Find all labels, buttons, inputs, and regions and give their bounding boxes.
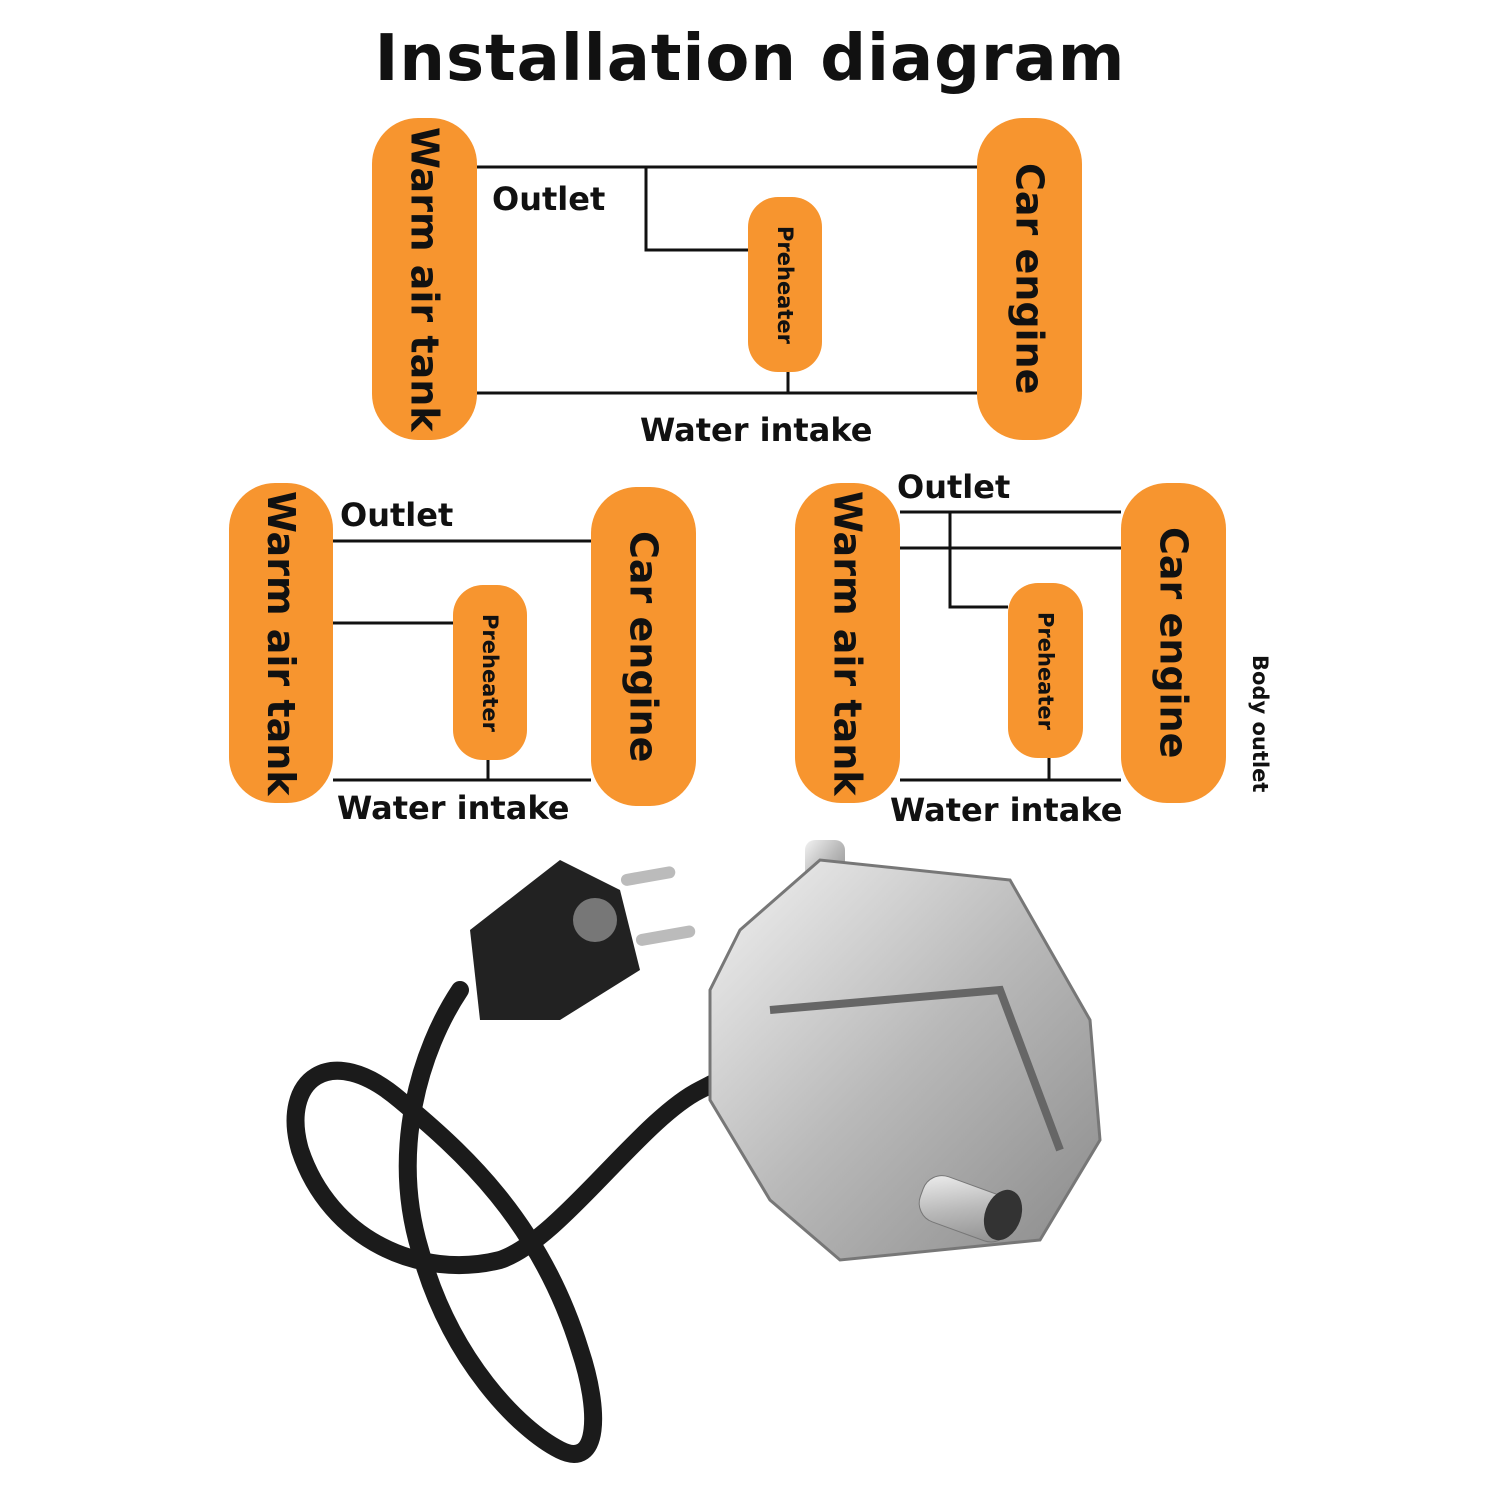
d3-intake-label: Water intake: [890, 791, 1123, 829]
diagram-title: Installation diagram: [374, 22, 1126, 96]
d3-car-engine: Car engine: [1121, 483, 1226, 803]
d1-tank-label: Warm air tank: [402, 126, 447, 432]
d2-outlet-label: Outlet: [340, 496, 454, 534]
d1-outlet-label: Outlet: [492, 180, 606, 218]
d2-car-engine: Car engine: [591, 487, 696, 806]
d2-warm-air-tank: Warm air tank: [229, 483, 333, 803]
d1-outlet-line: [477, 165, 977, 252]
d1-engine-label: Car engine: [1007, 163, 1052, 395]
d3-intake-line: [900, 758, 1121, 782]
d1-preheater: Preheater: [748, 197, 822, 372]
body-outlet-label: Body outlet: [1248, 655, 1272, 793]
pipe-lines: [333, 165, 1121, 782]
d3-warm-air-tank: Warm air tank: [795, 483, 900, 803]
heater-body: [708, 840, 1102, 1262]
d3-outlet-label: Outlet: [897, 468, 1011, 506]
d3-preheater-label: Preheater: [1033, 611, 1058, 730]
d2-intake-line: [333, 760, 591, 782]
d1-intake-line: [477, 372, 977, 395]
plug-icon: [470, 860, 696, 1020]
d1-preheater-label: Preheater: [773, 225, 797, 344]
d2-intake-label: Water intake: [337, 789, 570, 827]
d3-engine-label: Car engine: [1151, 527, 1196, 759]
d2-tank-label: Warm air tank: [259, 490, 303, 796]
d2-engine-label: Car engine: [621, 530, 666, 763]
d3-outlet-line: [900, 510, 1121, 609]
preheater-product-image: [286, 840, 1102, 1463]
d1-car-engine: Car engine: [977, 118, 1082, 440]
d2-preheater-label: Preheater: [478, 613, 502, 732]
d1-intake-label: Water intake: [640, 411, 873, 449]
d3-preheater: Preheater: [1008, 583, 1083, 758]
d2-preheater: Preheater: [453, 585, 527, 760]
d3-tank-label: Warm air tank: [825, 490, 870, 796]
power-cable: [286, 981, 749, 1463]
d1-warm-air-tank: Warm air tank: [372, 118, 477, 440]
d2-outlet-line: [333, 539, 591, 625]
